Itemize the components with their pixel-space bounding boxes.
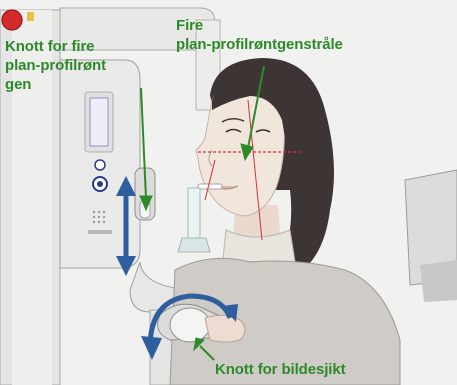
bite-stick	[188, 188, 200, 246]
control-panel-display	[90, 98, 108, 146]
label-laser-knob-line-3: gen	[5, 75, 106, 94]
bite-block	[198, 184, 222, 189]
control-knob-small-icon	[95, 160, 105, 170]
label-laser-knob-line-1: Knott for fire	[5, 37, 106, 56]
speaker-grille	[93, 211, 105, 223]
red-emergency-button-icon	[2, 10, 22, 30]
chin-cup	[178, 238, 210, 252]
layer-knob	[170, 308, 210, 342]
label-laser-knob-line-2: plan-profilrønt	[5, 56, 106, 75]
label-laser-beam-line-2: plan-profilrøntgenstråle	[176, 35, 343, 54]
rear-panel-shadow	[420, 260, 457, 302]
label-laser-beam-line-1: Fire	[176, 16, 343, 35]
warning-sticker	[27, 12, 34, 21]
label-laser-knob: Knott for fire plan-profilrønt gen	[5, 37, 106, 94]
hand	[205, 315, 245, 342]
control-knob-center	[97, 181, 103, 187]
label-laser-beam: Fire plan-profilrøntgenstråle	[176, 16, 343, 54]
brand-plate	[88, 230, 112, 234]
label-layer-knob: Knott for bildesjikt	[215, 360, 346, 379]
